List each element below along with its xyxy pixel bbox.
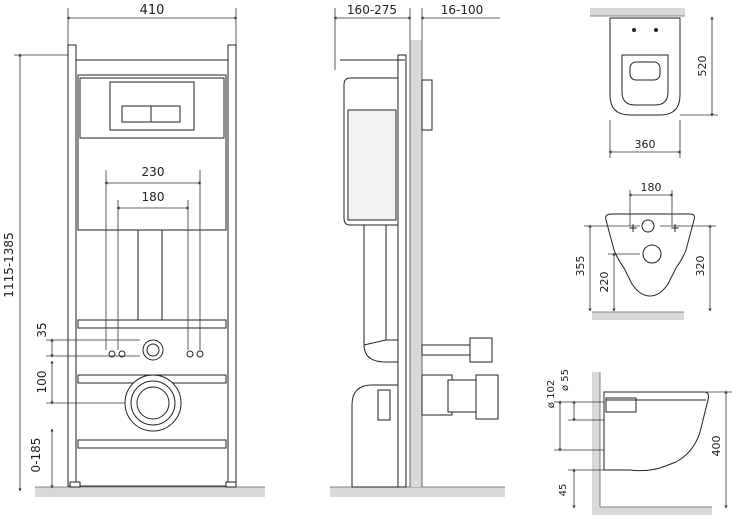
rear-hole-spacing-label: 180 <box>641 181 662 194</box>
front-floor <box>35 487 265 497</box>
front-height-label: 1115-1385 <box>2 232 16 297</box>
outlet-diameter-label: 100 <box>35 371 49 394</box>
outlet-diameter-label-side: ø 102 <box>546 380 557 408</box>
svg-text:+: + <box>628 221 638 235</box>
rear-height-outer-label: 355 <box>574 256 587 277</box>
floor-adjust-label: 0-185 <box>29 438 43 473</box>
bowl-rear-view: + + 180 355 220 320 <box>574 181 716 320</box>
wall-label: 16-100 <box>441 3 484 17</box>
svg-text:+: + <box>670 221 680 235</box>
bowl-top-view: 520 360 <box>590 8 718 158</box>
bowl-length-label: 520 <box>696 56 709 77</box>
bowl-width-label: 360 <box>635 138 656 151</box>
side-floor <box>330 487 505 497</box>
hole-spacing-inner-label: 180 <box>142 190 165 204</box>
front-view: 410 1115-1385 230 180 35 100 0-185 <box>2 3 265 497</box>
inlet-offset-label: 35 <box>35 322 49 337</box>
rear-height-right-label: 320 <box>694 256 707 277</box>
bowl-height-label: 400 <box>710 436 723 457</box>
front-width-label: 410 <box>140 3 165 18</box>
floor-gap-label: 45 <box>558 484 569 497</box>
hole-spacing-outer-label: 230 <box>142 165 165 179</box>
inlet-diameter-label-side: ø 55 <box>560 369 571 391</box>
rear-height-mid-label: 220 <box>598 272 611 293</box>
side-elbow <box>351 384 399 488</box>
depth-label: 160-275 <box>347 3 397 17</box>
bowl-side-view: ø 102 ø 55 400 45 <box>546 369 732 515</box>
side-view: 160-275 16-100 <box>330 3 505 497</box>
side-wall <box>410 40 422 487</box>
